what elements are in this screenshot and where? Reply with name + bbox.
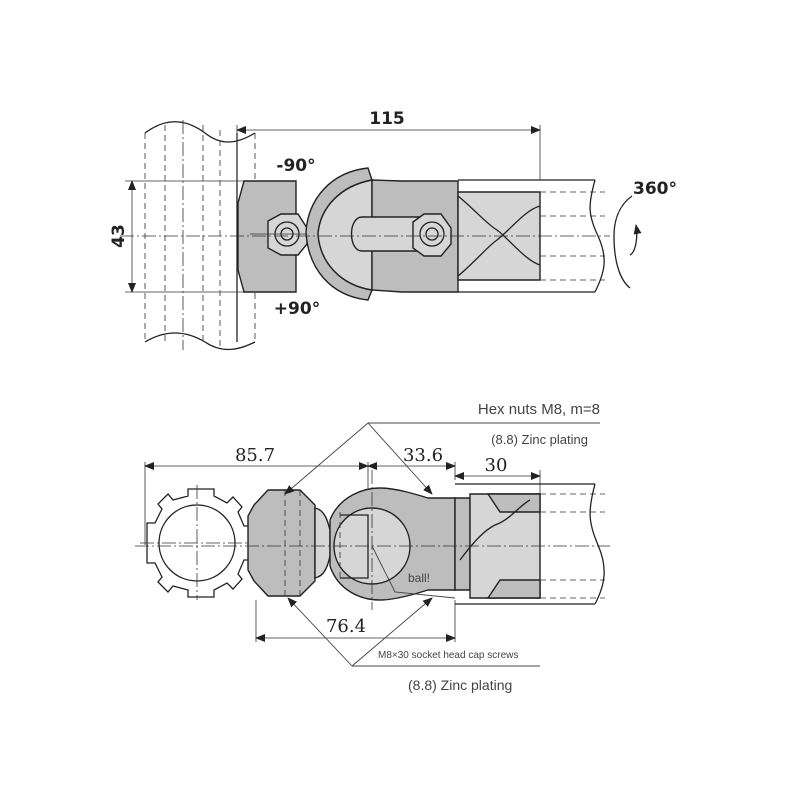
neck bbox=[314, 507, 331, 579]
housing-right bbox=[454, 497, 471, 591]
horizontal-pipe-bottom bbox=[455, 483, 605, 605]
hex-nut-left bbox=[250, 213, 320, 256]
horizontal-pipe bbox=[458, 179, 605, 293]
rotation-label: 360° bbox=[633, 179, 677, 199]
dimension-33-6: 33.6 bbox=[367, 445, 456, 480]
bottom-view: 85.7 33.6 30 bbox=[135, 445, 610, 642]
dim-85-7-label: 85.7 bbox=[235, 445, 275, 466]
dim-76-4-label: 76.4 bbox=[326, 616, 366, 637]
pipe-section bbox=[140, 485, 251, 600]
dimension-115: 115 bbox=[236, 109, 541, 185]
dim-115-label: 115 bbox=[369, 109, 405, 129]
screws-plating-label: (8.8) Zinc plating bbox=[408, 677, 512, 693]
clamp-body bbox=[247, 489, 316, 597]
hex-nuts-plating-label: (8.8) Zinc plating bbox=[491, 432, 588, 447]
hex-nut-right bbox=[412, 213, 452, 257]
screws-label: M8×30 socket head cap screws bbox=[378, 650, 518, 661]
angle-neg-label: -90° bbox=[276, 156, 315, 176]
clamp-body-left bbox=[237, 180, 297, 293]
ball-label: ball! bbox=[408, 571, 430, 585]
angle-pos-label: +90° bbox=[274, 299, 320, 319]
dim-33-6-label: 33.6 bbox=[403, 445, 443, 466]
dim-30-label: 30 bbox=[485, 455, 508, 476]
dimension-76-4: 76.4 bbox=[255, 600, 456, 642]
dimension-43: 43 bbox=[109, 180, 245, 293]
callouts: Hex nuts M8, m=8 (8.8) Zinc plating M8×3… bbox=[284, 401, 600, 693]
dim-43-label: 43 bbox=[109, 224, 129, 248]
dimension-30: 30 bbox=[454, 455, 541, 495]
rotation-indicator: 360° bbox=[613, 179, 677, 289]
hex-nuts-label: Hex nuts M8, m=8 bbox=[478, 401, 600, 418]
top-view: 115 43 bbox=[109, 109, 677, 351]
